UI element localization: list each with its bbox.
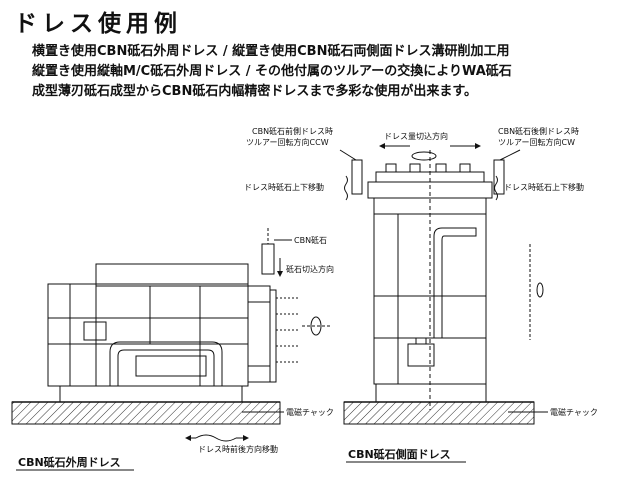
right-caption: CBN砥石側面ドレス bbox=[348, 447, 451, 461]
right-rear-wheel bbox=[493, 159, 505, 195]
right-left-vertical-label: ドレス時砥石上下移動 bbox=[244, 182, 324, 192]
right-front-label-2: ツルアー回転方向CCW bbox=[246, 137, 329, 147]
left-infeed-label: 砥石切込方向 bbox=[286, 264, 334, 274]
right-rear-label-2: ツルアー回転方向CW bbox=[498, 137, 575, 147]
left-cbn-wheel-label: CBN砥石 bbox=[294, 235, 327, 245]
right-chuck-base bbox=[343, 401, 535, 425]
description-line-3: 成型薄刃砥石成型からCBN砥石内幅精密ドレスまで多彩な使用が出来ます。 bbox=[32, 84, 478, 99]
description: 横置き使用CBN砥石外周ドレス / 縦置き使用CBN砥石両側面ドレス溝研削加工用… bbox=[32, 42, 632, 102]
right-rear-label-1: CBN砥石後側ドレス時 bbox=[498, 126, 579, 136]
left-figure bbox=[11, 228, 330, 442]
page-title: ドレス使用例 bbox=[14, 11, 182, 37]
left-truer-disc bbox=[269, 289, 277, 383]
description-line-2: 縦置き使用縦軸M/C砥石外周ドレス / その他付属のツルアーの交換によりWA砥石 bbox=[32, 64, 512, 79]
right-right-vertical-label: ドレス時砥石上下移動 bbox=[504, 182, 584, 192]
left-traverse-label: ドレス時前後方向移動 bbox=[198, 444, 278, 454]
left-dresser-body bbox=[47, 283, 249, 387]
right-figure bbox=[339, 143, 548, 425]
right-chuck-label: 電磁チャック bbox=[550, 407, 598, 417]
left-chuck-base bbox=[11, 401, 281, 425]
right-front-wheel bbox=[351, 159, 363, 195]
description-line-1: 横置き使用CBN砥石外周ドレス / 縦置き使用CBN砥石両側面ドレス溝研削加工用 bbox=[32, 44, 510, 59]
right-infeed-label: ドレス量切込方向 bbox=[384, 131, 448, 141]
left-chuck-label: 電磁チャック bbox=[286, 407, 334, 417]
left-cbn-wheel bbox=[261, 243, 275, 275]
left-caption: CBN砥石外周ドレス bbox=[18, 455, 121, 469]
right-front-label-1: CBN砥石前側ドレス時 bbox=[252, 126, 333, 136]
